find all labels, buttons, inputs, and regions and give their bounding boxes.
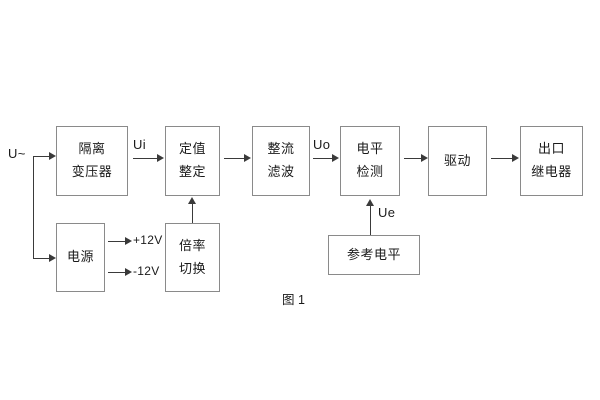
block-level-detection[interactable]: 电平 检测 <box>340 126 400 196</box>
arrowhead-transformer-to-setpoint <box>157 154 164 162</box>
block-rectify-filter-line2: 滤波 <box>267 164 295 179</box>
block-setpoint-setting-line1: 定值 <box>178 141 206 157</box>
block-output-relay-line2: 继电器 <box>531 164 572 179</box>
connector-level-to-driver <box>404 158 421 159</box>
arrowhead-input-to-power-supply <box>49 254 56 262</box>
block-setpoint-setting-line2: 整定 <box>178 164 206 179</box>
figure-caption: 图 1 <box>282 293 305 307</box>
block-power-supply-label: 电源 <box>66 249 94 265</box>
block-multiplier-switch-line1: 倍率 <box>178 237 206 253</box>
connector-input-to-power-supply <box>33 258 49 259</box>
connector-setpoint-to-rectify <box>224 158 244 159</box>
connector-input-trunk <box>33 156 34 258</box>
connector-transformer-to-setpoint <box>133 158 157 159</box>
block-power-supply[interactable]: 电源 <box>56 223 105 292</box>
block-output-relay-line1: 出口 <box>537 141 565 157</box>
block-isolation-transformer[interactable]: 隔离 变压器 <box>56 126 128 196</box>
connector-input-to-transformer <box>33 156 49 157</box>
block-rectify-filter-line1: 整流 <box>267 141 295 157</box>
block-level-detection-line2: 检测 <box>356 164 384 179</box>
block-multiplier-switch[interactable]: 倍率 切换 <box>165 223 220 292</box>
arrowhead-multiplier-to-setpoint <box>188 197 196 204</box>
block-reference-level-label: 参考电平 <box>346 246 401 262</box>
signal-label-ue: Ue <box>378 205 396 220</box>
signal-label-rail-positive: +12V <box>133 233 163 247</box>
connector-rail-negative <box>108 272 125 273</box>
arrowhead-driver-to-output-relay <box>512 154 519 162</box>
block-level-detection-line1: 电平 <box>356 141 384 157</box>
block-setpoint-setting[interactable]: 定值 整定 <box>165 126 220 196</box>
arrowhead-setpoint-to-rectify <box>244 154 251 162</box>
block-multiplier-switch-line2: 切换 <box>178 260 206 276</box>
connector-rail-positive <box>108 241 125 242</box>
connector-reference-to-level <box>370 205 371 235</box>
connector-rectify-to-level <box>313 158 332 159</box>
arrowhead-input-to-transformer <box>49 152 56 160</box>
signal-label-ui: Ui <box>133 137 146 152</box>
block-reference-level[interactable]: 参考电平 <box>328 235 420 275</box>
arrowhead-rectify-to-level <box>332 154 339 162</box>
block-isolation-transformer-line2: 变压器 <box>71 164 113 179</box>
connector-driver-to-output-relay <box>491 158 512 159</box>
block-rectify-filter[interactable]: 整流 滤波 <box>252 126 310 196</box>
arrowhead-reference-to-level <box>366 199 374 206</box>
signal-label-rail-negative: -12V <box>133 264 160 278</box>
signal-label-uo: Uo <box>313 137 331 152</box>
signal-label-input: U~ <box>8 146 26 161</box>
block-output-relay[interactable]: 出口 继电器 <box>520 126 583 196</box>
block-isolation-transformer-line1: 隔离 <box>78 141 106 157</box>
block-driver[interactable]: 驱动 <box>428 126 487 196</box>
arrowhead-rail-negative <box>125 268 132 276</box>
block-driver-label: 驱动 <box>443 152 471 168</box>
arrowhead-level-to-driver <box>421 154 428 162</box>
arrowhead-rail-positive <box>125 237 132 245</box>
connector-multiplier-to-setpoint <box>192 203 193 223</box>
